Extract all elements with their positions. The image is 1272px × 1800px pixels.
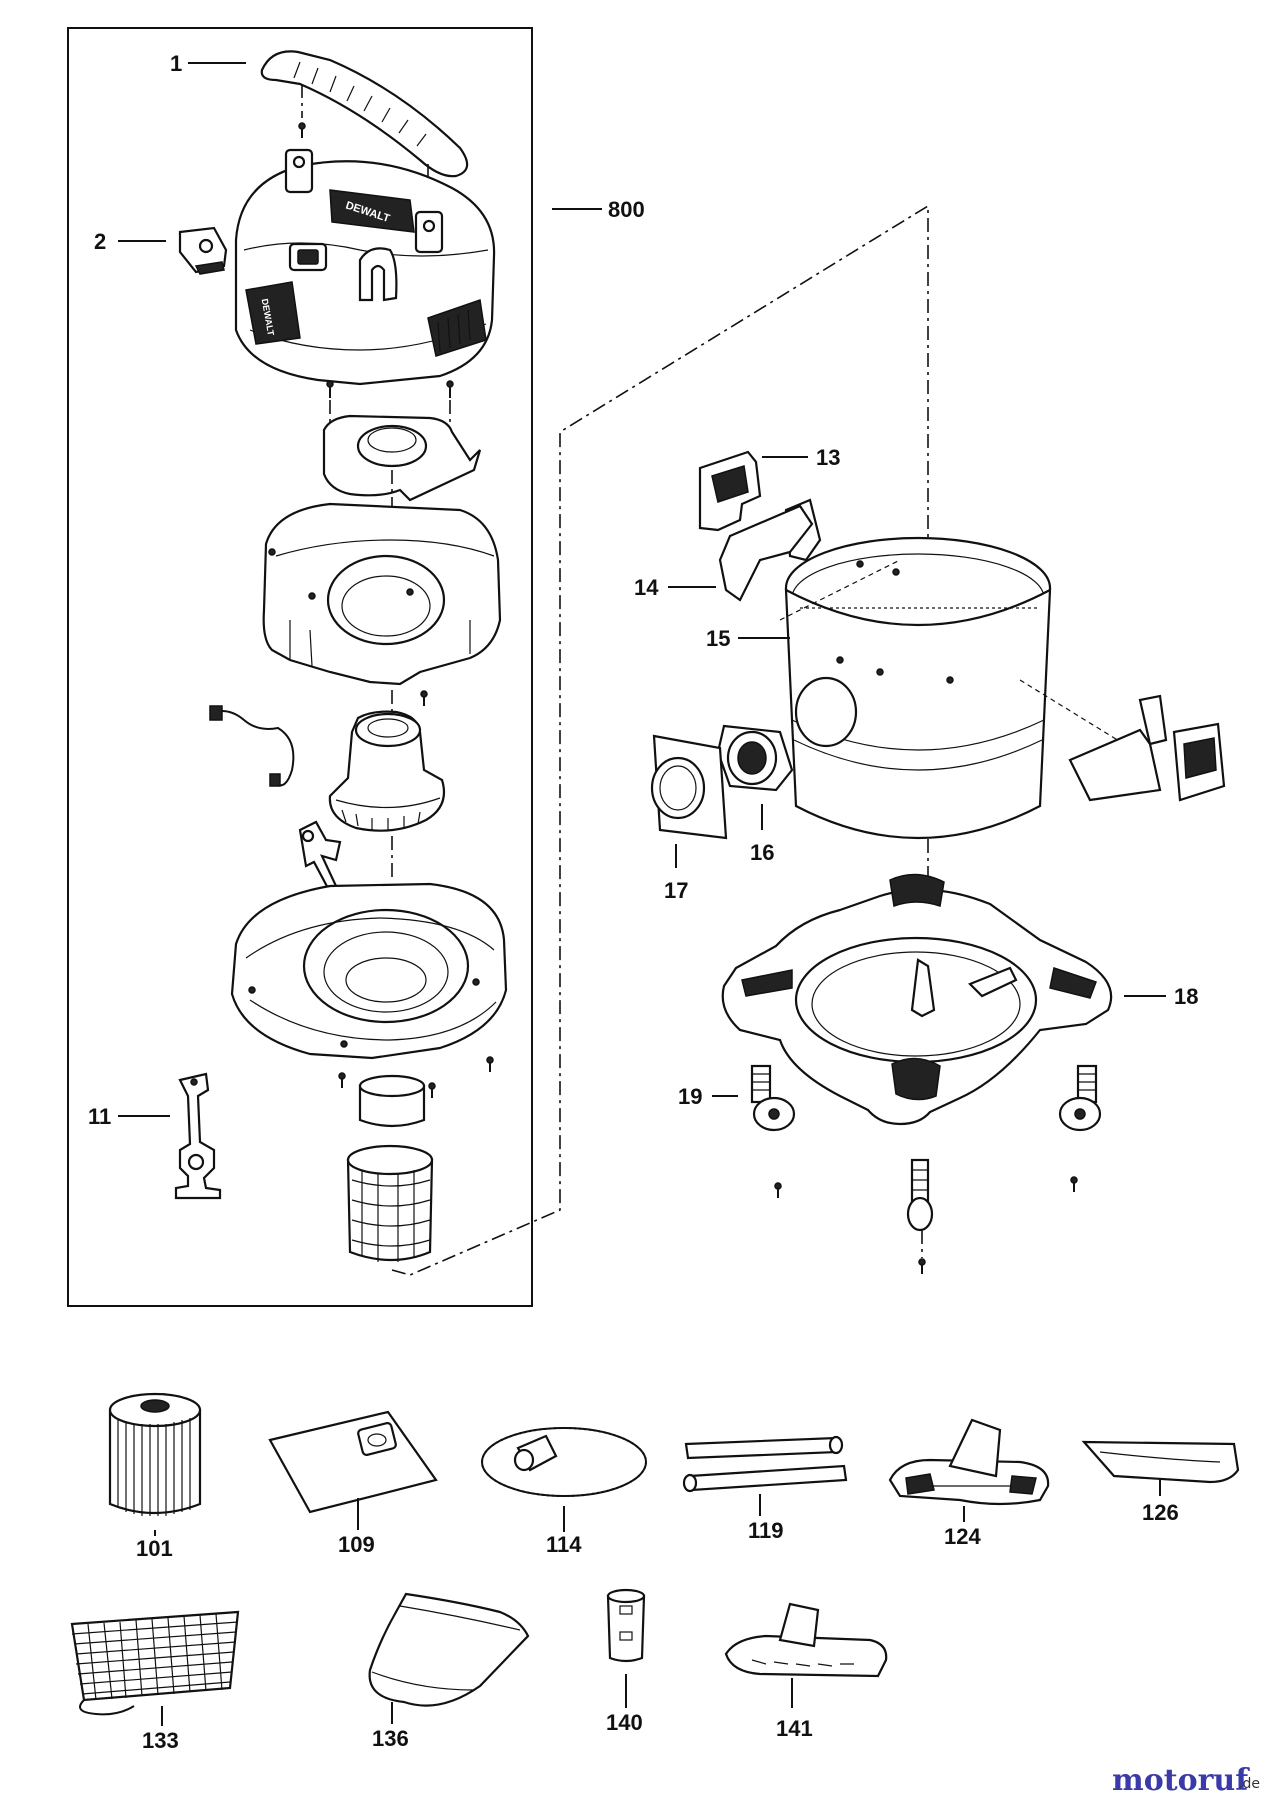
part-19-casters bbox=[750, 1064, 1102, 1274]
motor bbox=[328, 710, 446, 880]
watermark-logo: motoruf .de bbox=[1112, 1763, 1260, 1798]
part-16-inlet bbox=[716, 724, 794, 792]
label-part-800: 800 bbox=[608, 197, 645, 222]
lower-housing bbox=[230, 882, 508, 1098]
part-11-float bbox=[174, 1072, 222, 1200]
part-126-crevice-tool bbox=[1081, 1440, 1240, 1496]
part-18-dolly bbox=[721, 873, 1113, 1126]
part-101-cartridge-filter bbox=[108, 1392, 202, 1536]
label-part-114: 114 bbox=[546, 1532, 582, 1557]
label-part-17: 17 bbox=[664, 878, 688, 903]
motor-lid: DEWALT DEWALT bbox=[234, 148, 496, 430]
label-part-126: 126 bbox=[1142, 1500, 1179, 1525]
part-17-inlet-cap bbox=[650, 734, 728, 840]
label-part-119: 119 bbox=[748, 1518, 784, 1543]
part-1-handle bbox=[260, 50, 469, 190]
part-2-switch bbox=[178, 226, 228, 275]
right-tank-latch bbox=[1068, 694, 1226, 802]
part-141-wet-nozzle bbox=[724, 1602, 888, 1708]
label-part-141: 141 bbox=[776, 1716, 813, 1741]
part-136-foam-sleeve bbox=[368, 1592, 530, 1724]
upper-housing bbox=[262, 502, 502, 720]
label-part-14: 14 bbox=[634, 575, 659, 600]
thermal-bracket bbox=[298, 820, 342, 894]
label-part-15: 15 bbox=[706, 626, 730, 651]
label-part-140: 140 bbox=[606, 1710, 643, 1735]
label-part-124: 124 bbox=[944, 1524, 981, 1549]
label-part-13: 13 bbox=[816, 445, 840, 470]
filter-cage bbox=[346, 1074, 434, 1262]
label-part-18: 18 bbox=[1174, 984, 1198, 1009]
part-119-extension-wands bbox=[682, 1435, 848, 1516]
label-part-133: 133 bbox=[142, 1728, 179, 1753]
label-part-109: 109 bbox=[338, 1532, 375, 1557]
part-124-floor-nozzle bbox=[888, 1418, 1050, 1522]
fan-cover-plate bbox=[322, 414, 482, 520]
watermark-name: motoruf bbox=[1112, 1763, 1250, 1798]
power-cord-assembly bbox=[209, 705, 295, 787]
label-part-16: 16 bbox=[750, 840, 774, 865]
part-140-container bbox=[606, 1588, 646, 1708]
label-part-19: 19 bbox=[678, 1084, 702, 1109]
part-133-filter-net bbox=[70, 1610, 240, 1726]
label-part-101: 101 bbox=[136, 1536, 173, 1561]
label-part-2: 2 bbox=[94, 229, 106, 254]
part-15-tank bbox=[779, 536, 1151, 839]
label-part-136: 136 bbox=[372, 1726, 409, 1751]
label-part-11: 11 bbox=[88, 1104, 111, 1129]
part-114-hose bbox=[481, 1427, 647, 1532]
assembly-800-frame bbox=[67, 27, 533, 1307]
label-part-1: 1 bbox=[170, 51, 182, 76]
part-14-handle-bracket bbox=[718, 504, 814, 602]
watermark-suffix: .de bbox=[1238, 1776, 1260, 1792]
part-109-dust-bag bbox=[268, 1410, 438, 1530]
